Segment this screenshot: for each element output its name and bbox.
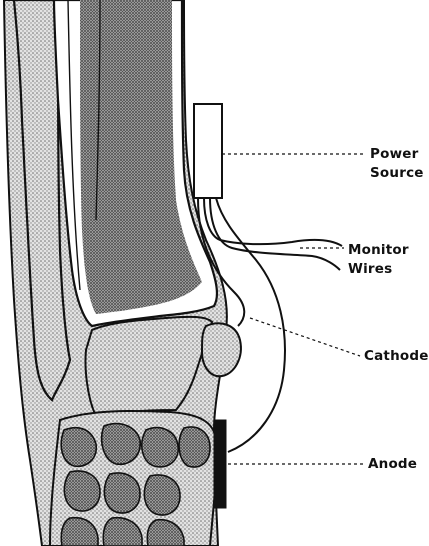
power-source-box: [194, 104, 222, 198]
cathode-leader: [250, 318, 360, 356]
label-monitor-wires-line2: Wires: [348, 261, 392, 277]
tarsal-bones: [50, 411, 217, 546]
label-anode: Anode: [368, 456, 417, 472]
medial-sesamoid-bone: [202, 323, 241, 376]
anode-plate: [214, 420, 226, 508]
callout-labels: Power Source Monitor Wires Cathode Anode: [348, 146, 429, 472]
label-power-source-line1: Power: [370, 146, 419, 162]
label-power-source-line2: Source: [370, 165, 424, 181]
monitor-wire-upper: [204, 198, 342, 246]
monitor-wire-lower: [210, 198, 340, 270]
label-cathode: Cathode: [364, 348, 429, 364]
label-monitor-wires-line1: Monitor: [348, 242, 409, 258]
